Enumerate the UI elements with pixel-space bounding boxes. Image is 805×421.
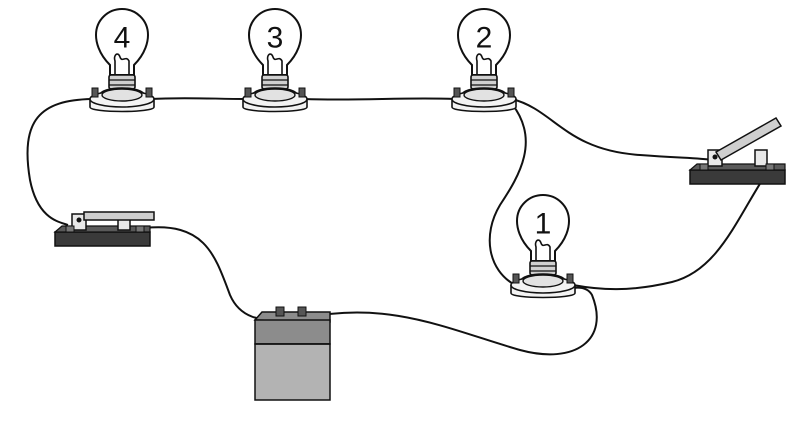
- battery-body: [254, 343, 331, 401]
- wire-battery-to-bulb1: [304, 286, 598, 356]
- wire-bulb2-to-bulb1: [488, 103, 527, 286]
- left-switch: [53, 211, 155, 247]
- wire-bulb4-to-left-switch: [26, 98, 93, 226]
- battery: [253, 306, 331, 401]
- right-switch-base: [689, 169, 786, 185]
- battery-terminal-left: [275, 306, 285, 317]
- right-switch-post-right: [754, 149, 768, 167]
- left-switch-base: [54, 231, 151, 247]
- bulb-3-label: 3: [267, 22, 284, 55]
- right-switch-lever: [714, 116, 783, 162]
- wire-bulb2-to-right-switch: [511, 98, 713, 161]
- bulb-3: 3: [242, 8, 308, 113]
- bulb-2: 2: [451, 8, 517, 113]
- bulb-2-label: 2: [476, 22, 493, 55]
- right-switch: [688, 116, 786, 185]
- battery-top: [254, 319, 331, 345]
- left-switch-lever: [83, 211, 155, 221]
- bulb-4-label: 4: [114, 22, 131, 55]
- wire-bulb4-to-bulb3: [149, 97, 247, 100]
- wire-left-switch-to-battery: [144, 226, 281, 321]
- bulb-1-label: 1: [535, 208, 552, 241]
- wire-right-switch-to-bulb1: [572, 167, 771, 291]
- bulb-1: 1: [510, 194, 576, 299]
- wires: [26, 97, 771, 356]
- bulb-4: 4: [89, 8, 155, 113]
- battery-terminal-right: [297, 306, 307, 317]
- wire-bulb3-to-bulb2: [303, 97, 456, 101]
